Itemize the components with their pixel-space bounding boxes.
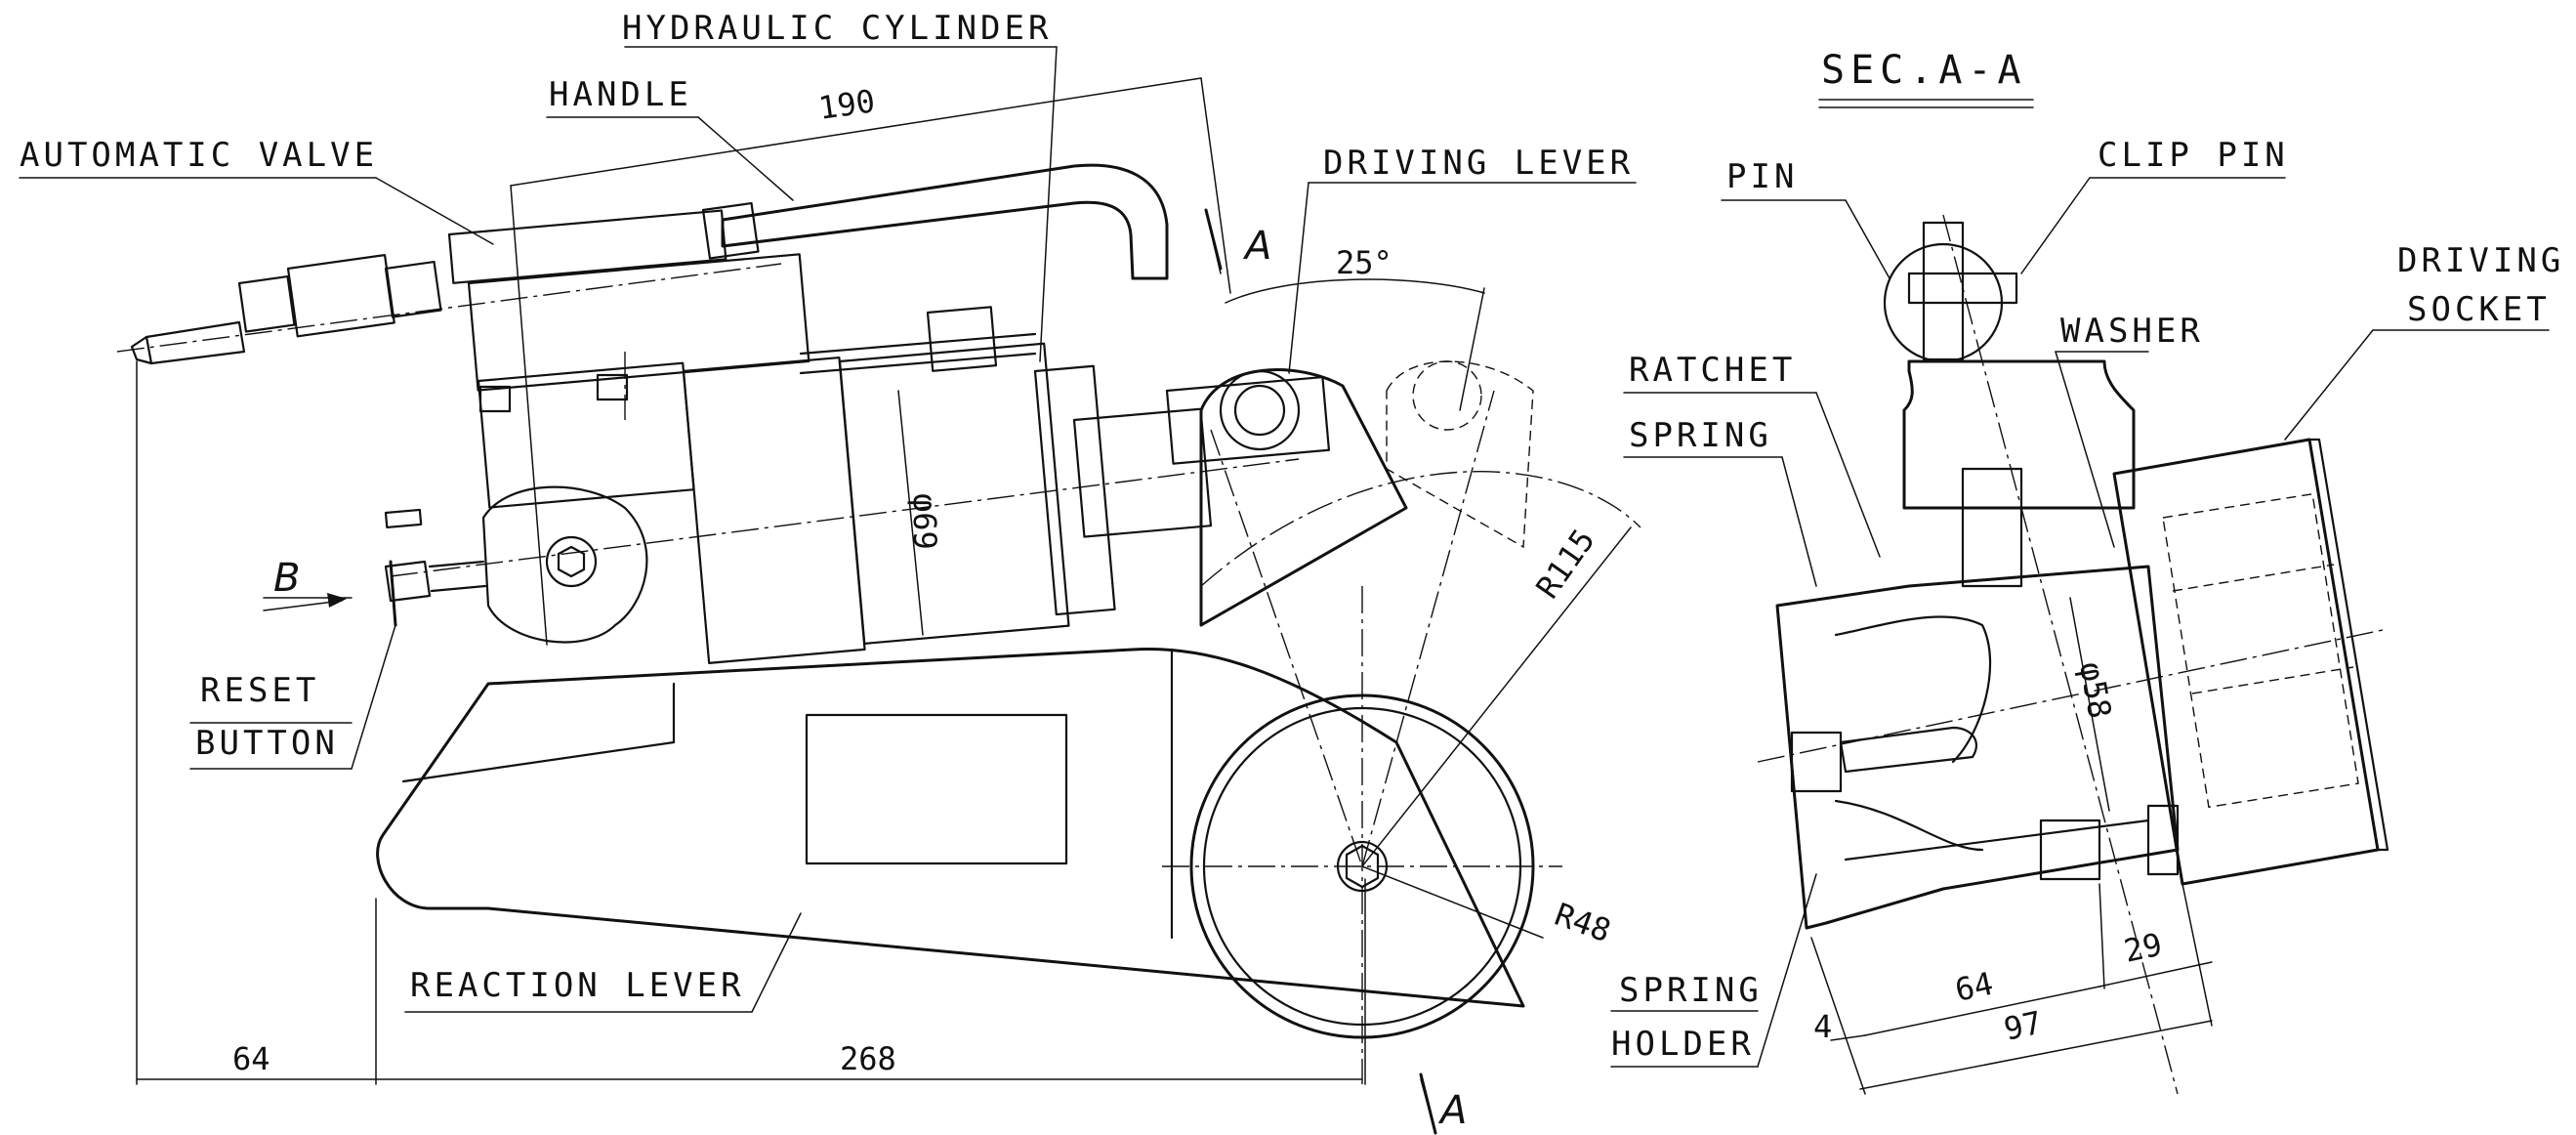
marker-view-b: B <box>273 556 300 601</box>
section-title: SEC.A-A <box>1821 48 2027 93</box>
nameplate-area <box>805 713 1068 865</box>
ratchet-body <box>1757 565 2384 930</box>
label-clip-pin: CLIP PIN <box>2098 136 2289 175</box>
dim-dia-69: φ69 <box>906 493 943 550</box>
dim-sec-64: 64 <box>1952 965 1997 1009</box>
dim-190: 190 <box>816 82 878 127</box>
driving-socket-shape <box>2112 438 2389 886</box>
marker-section-a-top: A <box>1242 224 1271 269</box>
automatic-valve-fitting <box>116 253 782 365</box>
reset-button-part <box>384 485 648 644</box>
dim-268: 268 <box>840 1040 896 1077</box>
leader-lines-right <box>1610 177 2550 1068</box>
dimension-lines-left <box>136 77 1641 1134</box>
dim-sec-4: 4 <box>1813 1008 1832 1045</box>
dim-r48: R48 <box>1550 896 1615 949</box>
label-automatic-valve: AUTOMATIC VALVE <box>20 136 378 175</box>
hydraulic-cylinder <box>390 342 1331 664</box>
dim-r115: R115 <box>1528 523 1601 606</box>
label-pin: PIN <box>1726 157 1798 196</box>
section-dimension-lines <box>1810 883 2213 1095</box>
label-handle: HANDLE <box>549 75 692 114</box>
label-hydraulic-cylinder: HYDRAULIC CYLINDER <box>622 9 1052 48</box>
dim-left-64: 64 <box>232 1040 270 1077</box>
view-b-arrow <box>263 593 347 611</box>
label-reset: RESET <box>200 671 319 710</box>
section-cut-bottom <box>1419 1072 1437 1135</box>
dim-dia-58: φ58 <box>2072 659 2118 722</box>
dim-sec-29: 29 <box>2121 926 2166 970</box>
label-spring: SPRING <box>1629 416 1772 455</box>
label-driving: DRIVING <box>2397 241 2564 280</box>
label-socket: SOCKET <box>2407 290 2551 329</box>
handle-bar <box>701 163 1169 280</box>
label-spring-holder-1: SPRING <box>1619 971 1763 1010</box>
label-ratchet: RATCHET <box>1629 351 1796 390</box>
dim-angle-25: 25° <box>1336 244 1392 281</box>
label-button: BUTTON <box>195 724 339 763</box>
drive-circle <box>1162 390 1562 1084</box>
label-washer: WASHER <box>2060 312 2204 351</box>
reaction-lever-body <box>376 647 1525 1008</box>
marker-section-a-bottom: A <box>1437 1088 1467 1133</box>
label-driving-lever: DRIVING LEVER <box>1323 144 1634 183</box>
valve-block <box>447 209 1037 420</box>
section-cut-top <box>1204 208 1223 271</box>
leader-lines-left <box>19 46 1637 1013</box>
section-view <box>1610 99 2550 1095</box>
label-reaction-lever: REACTION LEVER <box>410 966 745 1005</box>
driving-lever-body <box>1199 360 1534 627</box>
label-spring-holder-2: HOLDER <box>1611 1025 1755 1064</box>
dim-sec-97: 97 <box>2001 1004 2046 1048</box>
